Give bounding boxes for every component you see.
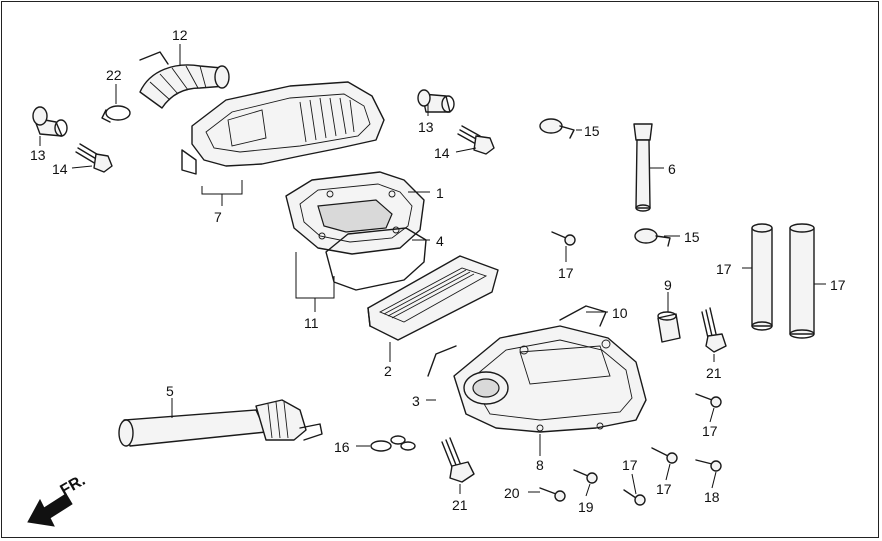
callout-4: 4 (436, 233, 444, 249)
callout-17: 20 (504, 485, 520, 501)
callout-16: 17 (558, 265, 574, 281)
callout-17: 18 (704, 489, 720, 505)
part-9-fitting (657, 311, 681, 343)
callout-10: 10 (612, 305, 628, 321)
callout-13: 13 (418, 119, 434, 135)
part-22-clamp (101, 105, 131, 123)
direction-label: FR. (58, 472, 89, 500)
callout-11: 11 (304, 315, 319, 331)
part-3-seal (427, 345, 457, 377)
callout-20: 17 (830, 277, 846, 293)
callout-13: 13 (30, 147, 46, 163)
leader-7 (201, 180, 243, 195)
callout-1: 1 (436, 185, 444, 201)
callout-17: 17 (656, 481, 672, 497)
callout-15: 14 (434, 145, 450, 161)
callout-22: 22 (106, 67, 122, 83)
callout-2: 2 (384, 363, 392, 379)
front-direction-arrow: FR. (27, 472, 89, 527)
callout-21: 21 (452, 497, 468, 513)
callout-numbers: 12 22 13 14 7 13 14 15 6 15 17 1 4 11 10… (30, 27, 846, 515)
part-7-upper-cover (181, 81, 385, 175)
callout-3: 3 (412, 393, 420, 409)
callout-17: 17 (702, 423, 718, 439)
callout-21: 21 (706, 365, 722, 381)
callout-17: 19 (578, 499, 594, 515)
part-16-screw (551, 231, 576, 246)
part-17-screws (539, 393, 722, 506)
part-12-intake-duct (139, 51, 230, 109)
part-18-o-rings (370, 435, 416, 452)
callout-6: 6 (668, 161, 676, 177)
callout-12: 12 (172, 27, 188, 43)
part-6-tube (633, 123, 653, 212)
part-2-filter (367, 255, 499, 341)
part-13-sleeve-left (32, 106, 68, 137)
part-4-gasket (325, 227, 427, 291)
callout-8: 8 (536, 457, 544, 473)
leader-lines (39, 44, 826, 497)
callout-9: 9 (664, 277, 672, 293)
part-1-element (285, 171, 425, 255)
callout-17: 17 (622, 457, 638, 473)
part-20-tube (789, 223, 815, 339)
callout-15: 14 (52, 161, 68, 177)
callout-14: 15 (584, 123, 600, 139)
part-14-clamp-upper (539, 118, 575, 139)
part-19-tube (751, 223, 773, 331)
part-5-drain-tube (118, 399, 323, 447)
part-8-lower-case (453, 325, 647, 433)
part-10-seal (559, 305, 607, 327)
callout-14: 15 (684, 229, 700, 245)
part-15-bolt-right (457, 125, 495, 155)
callout-18: 16 (334, 439, 350, 455)
callout-5: 5 (166, 383, 174, 399)
part-13-sleeve-right (417, 89, 455, 113)
part-21-bolt-right (701, 307, 727, 353)
callout-7: 7 (214, 209, 222, 225)
part-15-bolt-left (75, 143, 113, 173)
part-14-clamp-lower (634, 228, 671, 247)
part-21-bolt-lower (441, 437, 475, 483)
callout-19: 17 (716, 261, 732, 277)
